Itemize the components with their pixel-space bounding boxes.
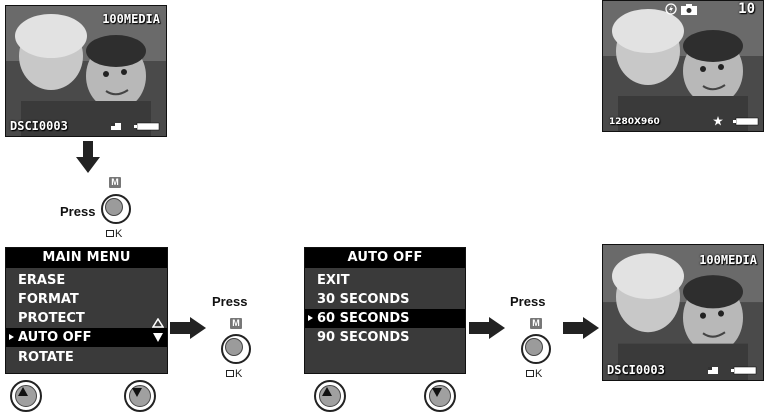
menu-item-rotate[interactable]: ROTATE [18,350,74,365]
camera-icon [681,4,697,15]
photo-image [603,245,763,380]
up-button-icon[interactable] [10,380,42,412]
photo-image [603,1,763,131]
ok-button[interactable] [221,334,251,364]
card-icon [111,123,121,130]
photo-image [6,6,166,136]
ok-button[interactable] [521,334,551,364]
playback-screen-final: 100MEDIA DSCI0003 [602,244,764,381]
battery-icon [134,122,160,131]
folder-label: 100MEDIA [102,12,160,26]
menu-item-exit[interactable]: EXIT [317,273,350,288]
down-button-icon[interactable] [424,380,456,412]
menu-item-30-seconds[interactable]: 30 SECONDS [317,292,410,307]
ok-button[interactable] [101,194,131,224]
capture-screen-top-right: 10 1280X960 [602,0,764,132]
playback-screen-top-left: 100MEDIA DSCI0003 [5,5,167,137]
press-label: Press [60,204,96,219]
menu-key-label: M [530,318,542,329]
right-arrow-icon [563,317,599,339]
shots-remaining: 10 [738,1,755,17]
scroll-arrows-icon [152,318,164,342]
star-icon [713,116,723,126]
filename-label: DSCI0003 [10,119,68,133]
menu-item-protect[interactable]: PROTECT [18,311,85,326]
right-arrow-icon [469,317,505,339]
menu-item-90-seconds[interactable]: 90 SECONDS [317,330,410,345]
ok-label: OKK [526,368,543,380]
auto-off-menu-screen: AUTO OFF EXIT 30 SECONDS 60 SECONDS 90 S… [304,247,466,374]
card-icon [708,367,718,374]
resolution-label: 1280X960 [609,117,660,127]
press-label: Press [212,294,248,309]
menu-key-label: M [230,318,242,329]
menu-item-60-seconds[interactable]: 60 SECONDS [305,309,465,328]
menu-item-auto-off[interactable]: AUTO OFF [6,328,167,347]
menu-title: MAIN MENU [6,248,167,268]
down-arrow-icon [76,141,100,173]
main-menu-screen: MAIN MENU ERASE FORMAT PROTECT AUTO OFF … [5,247,168,374]
down-button-icon[interactable] [124,380,156,412]
menu-title: AUTO OFF [305,248,465,268]
press-label: Press [510,294,546,309]
menu-item-erase[interactable]: ERASE [18,273,66,288]
menu-key-label: M [109,177,121,188]
flash-off-icon [665,3,677,15]
up-button-icon[interactable] [314,380,346,412]
menu-item-format[interactable]: FORMAT [18,292,79,307]
battery-icon [731,366,757,375]
folder-label: 100MEDIA [699,253,757,267]
battery-icon [733,117,759,126]
ok-label: OKK [106,228,123,240]
ok-label: OKK [226,368,243,380]
right-arrow-icon [170,317,206,339]
filename-label: DSCI0003 [607,363,665,377]
